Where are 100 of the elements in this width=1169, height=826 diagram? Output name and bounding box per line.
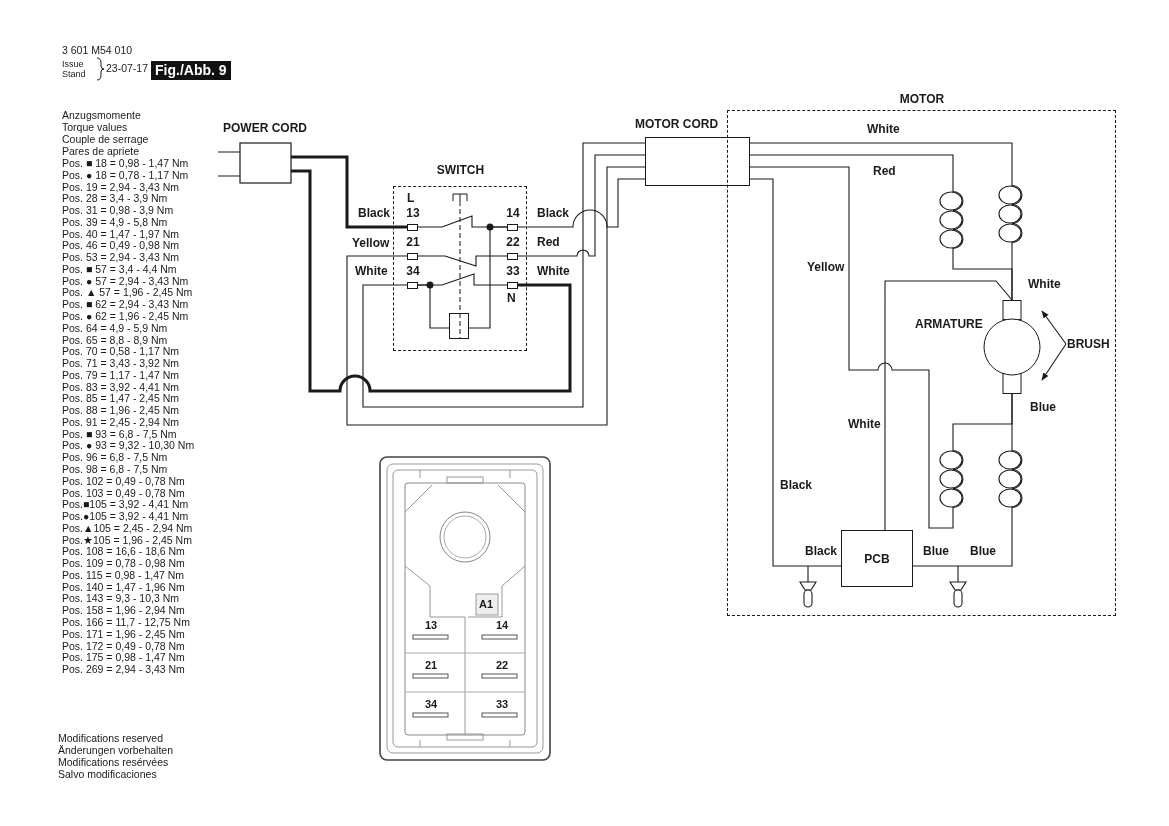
wire xyxy=(417,255,508,267)
wire xyxy=(884,280,1013,531)
terminal-number: 33 xyxy=(505,264,521,278)
wire xyxy=(417,284,450,329)
torque-value-row: Pos.■105 = 3,92 - 4,41 Nm xyxy=(62,498,189,511)
wire xyxy=(749,154,954,183)
torque-value-row: Pos. 103 = 0,49 - 0,78 Nm xyxy=(62,486,185,499)
torque-value-row: Pos. 109 = 0,78 - 0,98 Nm xyxy=(62,557,185,570)
wire-color-label: Red xyxy=(872,164,897,178)
wire xyxy=(957,517,1013,567)
wire-color-label: White xyxy=(1027,277,1062,291)
issue-label: Issue xyxy=(62,59,84,69)
torque-value-row: Pos. 102 = 0,49 - 0,78 Nm xyxy=(62,474,185,487)
torque-value-row: Pos. 166 = 11,7 - 12,75 Nm xyxy=(62,616,190,628)
torque-value-row: Pos. 64 = 4,9 - 5,9 Nm xyxy=(62,321,168,334)
torque-heading: Torque values xyxy=(62,121,128,133)
wire xyxy=(346,166,646,426)
torque-value-row: Pos. 171 = 1,96 - 2,45 Nm xyxy=(62,627,185,640)
torque-value-row: Pos. 53 = 2,94 - 3,43 Nm xyxy=(62,251,180,264)
cord-title: MOTOR CORD xyxy=(635,117,719,131)
terminal-number: 22 xyxy=(496,659,509,671)
wire xyxy=(912,565,959,567)
wire-color-label: Yellow xyxy=(351,236,391,250)
wire-color-label: Red xyxy=(536,235,561,249)
wire xyxy=(291,169,572,393)
torque-value-row: Pos. ● 93 = 9,32 - 10,30 Nm xyxy=(62,439,195,452)
torque-heading: Anzugsmomente xyxy=(62,109,141,121)
notice-text: Salvo modificaciones xyxy=(58,768,157,780)
torque-value-row: Pos. 46 = 0,49 - 0,98 Nm xyxy=(62,239,180,252)
notice-text: Modifications reserved xyxy=(58,732,164,744)
torque-value-row: Pos.●105 = 3,92 - 4,41 Nm xyxy=(62,510,189,523)
figure-number-tag: Fig./Abb. 9 xyxy=(151,60,231,80)
housing-marking: A1 xyxy=(479,598,494,610)
wire xyxy=(1011,251,1013,301)
terminal-number: 21 xyxy=(425,659,438,671)
wire xyxy=(749,142,1013,177)
torque-value-row: Pos. 65 = 8,8 - 8,9 Nm xyxy=(62,333,168,346)
wire-color-label: Black xyxy=(779,478,814,492)
torque-value-row: Pos. 143 = 9,3 - 10,3 Nm xyxy=(62,592,180,605)
torque-value-row: Pos. 79 = 1,17 - 1,47 Nm xyxy=(62,368,180,381)
torque-value-row: Pos. ■ 57 = 3,4 - 4,4 Nm xyxy=(62,262,177,275)
terminal-letter: L xyxy=(407,191,415,205)
terminal-number: 14 xyxy=(505,206,521,220)
torque-value-row: Pos. 88 = 1,96 - 2,45 Nm xyxy=(62,404,180,417)
wire-color-label: Black xyxy=(804,544,839,558)
section-title: SWITCH xyxy=(435,163,486,177)
torque-value-row: Pos. 40 = 1,47 - 1,97 Nm xyxy=(62,227,180,240)
leader-line xyxy=(1041,310,1067,345)
torque-value-row: Pos.▲105 = 2,45 - 2,94 Nm xyxy=(62,521,193,534)
torque-value-row: Pos. ■ 93 = 6,8 - 7,5 Nm xyxy=(62,427,177,440)
wire-color-label: Yellow xyxy=(806,260,846,274)
torque-value-row: Pos. 28 = 3,4 - 3,9 Nm xyxy=(62,192,168,205)
torque-value-row: Pos. 83 = 3,92 - 4,41 Nm xyxy=(62,380,180,393)
torque-value-row: Pos. ■ 18 = 0,98 - 1,47 Nm xyxy=(62,157,189,169)
terminal-number: 13 xyxy=(425,619,438,631)
terminal-number: 33 xyxy=(496,698,509,710)
cord-title: POWER CORD xyxy=(223,121,307,135)
terminal-number: 13 xyxy=(405,206,421,220)
wire xyxy=(291,155,407,229)
part-number: 3 601 M54 010 xyxy=(62,44,133,56)
date-text: 23-07-17 xyxy=(106,62,149,74)
torque-value-row: Pos. 269 = 2,94 - 3,43 Nm xyxy=(62,663,185,676)
torque-value-row: Pos. ● 18 = 0,78 - 1,17 Nm xyxy=(62,168,189,181)
leader-line xyxy=(1041,343,1067,381)
wire-color-label: Blue xyxy=(969,544,997,558)
torque-value-row: Pos. 108 = 16,6 - 18,6 Nm xyxy=(62,545,185,558)
wire-color-label: White xyxy=(866,122,901,136)
torque-value-row: Pos. 39 = 4,9 - 5,8 Nm xyxy=(62,215,168,228)
torque-value-row: Pos. 31 = 0,98 - 3,9 Nm xyxy=(62,204,174,217)
terminal-letter: N xyxy=(507,291,516,305)
wire xyxy=(517,178,646,228)
torque-value-row: Pos. 98 = 6,8 - 7,5 Nm xyxy=(62,463,168,475)
wire xyxy=(749,178,809,567)
pcb-box: PCB xyxy=(841,530,913,587)
wire-color-label: White xyxy=(847,417,882,431)
wire-color-label: Blue xyxy=(1029,400,1057,414)
torque-value-row: Pos. 115 = 0,98 - 1,47 Nm xyxy=(62,568,185,581)
torque-value-row: Pos. 85 = 1,47 - 2,45 Nm xyxy=(62,392,180,405)
wire xyxy=(468,226,508,329)
terminal-number: 34 xyxy=(405,264,421,278)
torque-value-row: Pos. 91 = 2,45 - 2,94 Nm xyxy=(62,415,180,428)
notice-text: Änderungen vorbehalten xyxy=(58,744,173,756)
torque-value-row: Pos. ▲ 57 = 1,96 - 2,45 Nm xyxy=(62,286,193,299)
wire-color-label: Blue xyxy=(922,544,950,558)
wire xyxy=(1011,393,1013,441)
notice-text: Modifications resérvées xyxy=(58,756,169,768)
wire-color-label: Black xyxy=(536,206,571,220)
torque-value-row: Pos. 172 = 0,49 - 0,78 Nm xyxy=(62,639,185,652)
torque-value-row: Pos. ■ 62 = 2,94 - 3,43 Nm xyxy=(62,298,189,311)
section-title: MOTOR xyxy=(898,92,946,106)
torque-value-row: Pos. 70 = 0,58 - 1,17 Nm xyxy=(62,345,180,358)
component-label: BRUSH xyxy=(1067,337,1110,351)
torque-heading: Pares de apriete xyxy=(62,145,140,157)
terminal-number: 14 xyxy=(496,619,509,631)
wire-color-label: White xyxy=(354,264,389,278)
wire xyxy=(749,166,954,529)
torque-value-row: Pos. 158 = 1,96 - 2,94 Nm xyxy=(62,604,185,617)
torque-value-row: Pos. ● 62 = 1,96 - 2,45 Nm xyxy=(62,310,189,322)
wire-color-label: White xyxy=(536,264,571,278)
torque-value-row: Pos. ● 57 = 2,94 - 3,43 Nm xyxy=(62,274,189,287)
